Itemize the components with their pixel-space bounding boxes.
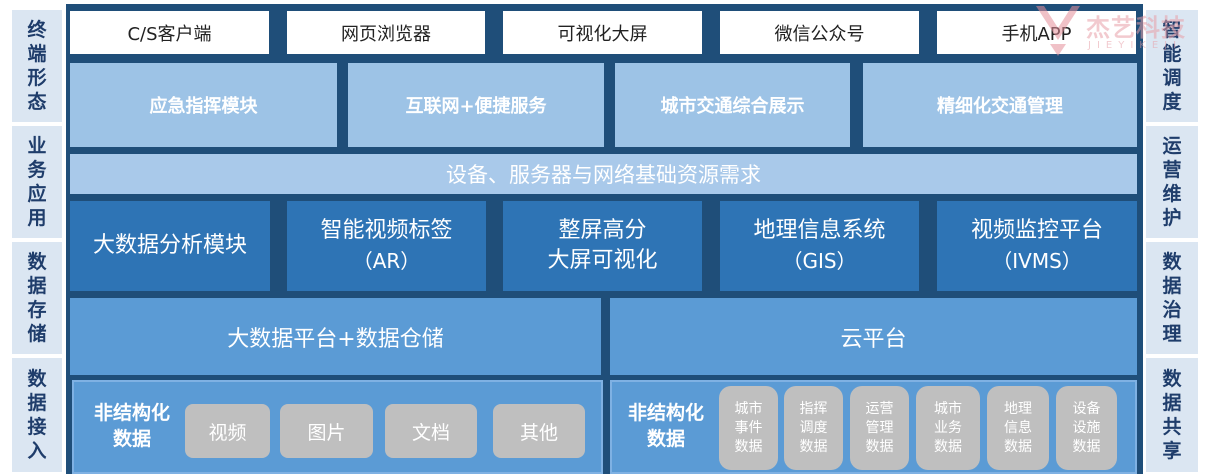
- access-right-label: 非结构化数据: [627, 402, 704, 450]
- access-left-label: 非结构化数据: [93, 402, 170, 450]
- right-label-sharing: 数据共享: [1146, 358, 1198, 472]
- storage-bigdata-warehouse: 大数据平台+数据仓储: [70, 298, 601, 375]
- access-item-city-business: 城市业务数据: [916, 386, 980, 470]
- terminal-big-screen: 可视化大屏: [503, 11, 702, 54]
- app-traffic-display: 城市交通综合展示: [615, 63, 850, 147]
- module-ivms: 视频监控平台（IVMS）: [937, 201, 1137, 291]
- app-traffic-management: 精细化交通管理: [863, 63, 1137, 147]
- watermark-name: 杰艺科技: [1086, 14, 1186, 42]
- watermark-sub: JIEYIKEJI: [1088, 40, 1183, 51]
- access-item-other: 其他: [493, 404, 585, 458]
- terminal-web-browser: 网页浏览器: [287, 11, 485, 54]
- access-item-equipment: 设备设施数据: [1056, 386, 1117, 470]
- access-item-document: 文档: [385, 404, 477, 458]
- access-item-video: 视频: [185, 404, 270, 458]
- module-video-tag: 智能视频标签（AR）: [287, 201, 486, 291]
- access-item-geo-info: 地理信息数据: [987, 386, 1049, 470]
- app-emergency-command: 应急指挥模块: [70, 63, 337, 147]
- infrastructure-band: 设备、服务器与网络基础资源需求: [70, 154, 1137, 194]
- right-label-dispatch: 智能调度: [1146, 10, 1198, 122]
- module-bigdata-analysis: 大数据分析模块: [70, 201, 270, 291]
- terminal-cs-client: C/S客户端: [70, 11, 269, 54]
- module-gis: 地理信息系统（GIS）: [720, 201, 919, 291]
- watermark-logo: 杰艺科技 JIEYIKEJI: [1028, 0, 1208, 62]
- module-big-screen: 整屏高分大屏可视化: [503, 201, 702, 291]
- access-item-command-dispatch: 指挥调度数据: [784, 386, 843, 470]
- left-label-storage: 数据存储: [12, 242, 62, 354]
- left-label-business: 业务应用: [12, 126, 62, 238]
- storage-cloud-platform: 云平台: [610, 298, 1137, 375]
- access-item-image: 图片: [280, 404, 373, 458]
- right-label-governance: 数据治理: [1146, 242, 1198, 354]
- access-item-city-event: 城市事件数据: [719, 386, 778, 470]
- access-item-operations: 运营管理数据: [850, 386, 909, 470]
- terminal-wechat: 微信公众号: [720, 11, 919, 54]
- left-label-access: 数据接入: [12, 358, 62, 472]
- app-internet-services: 互联网+便捷服务: [348, 63, 604, 147]
- right-label-operations: 运营维护: [1146, 126, 1198, 238]
- left-label-terminal: 终端形态: [12, 10, 62, 122]
- logo-icon: [1036, 6, 1080, 56]
